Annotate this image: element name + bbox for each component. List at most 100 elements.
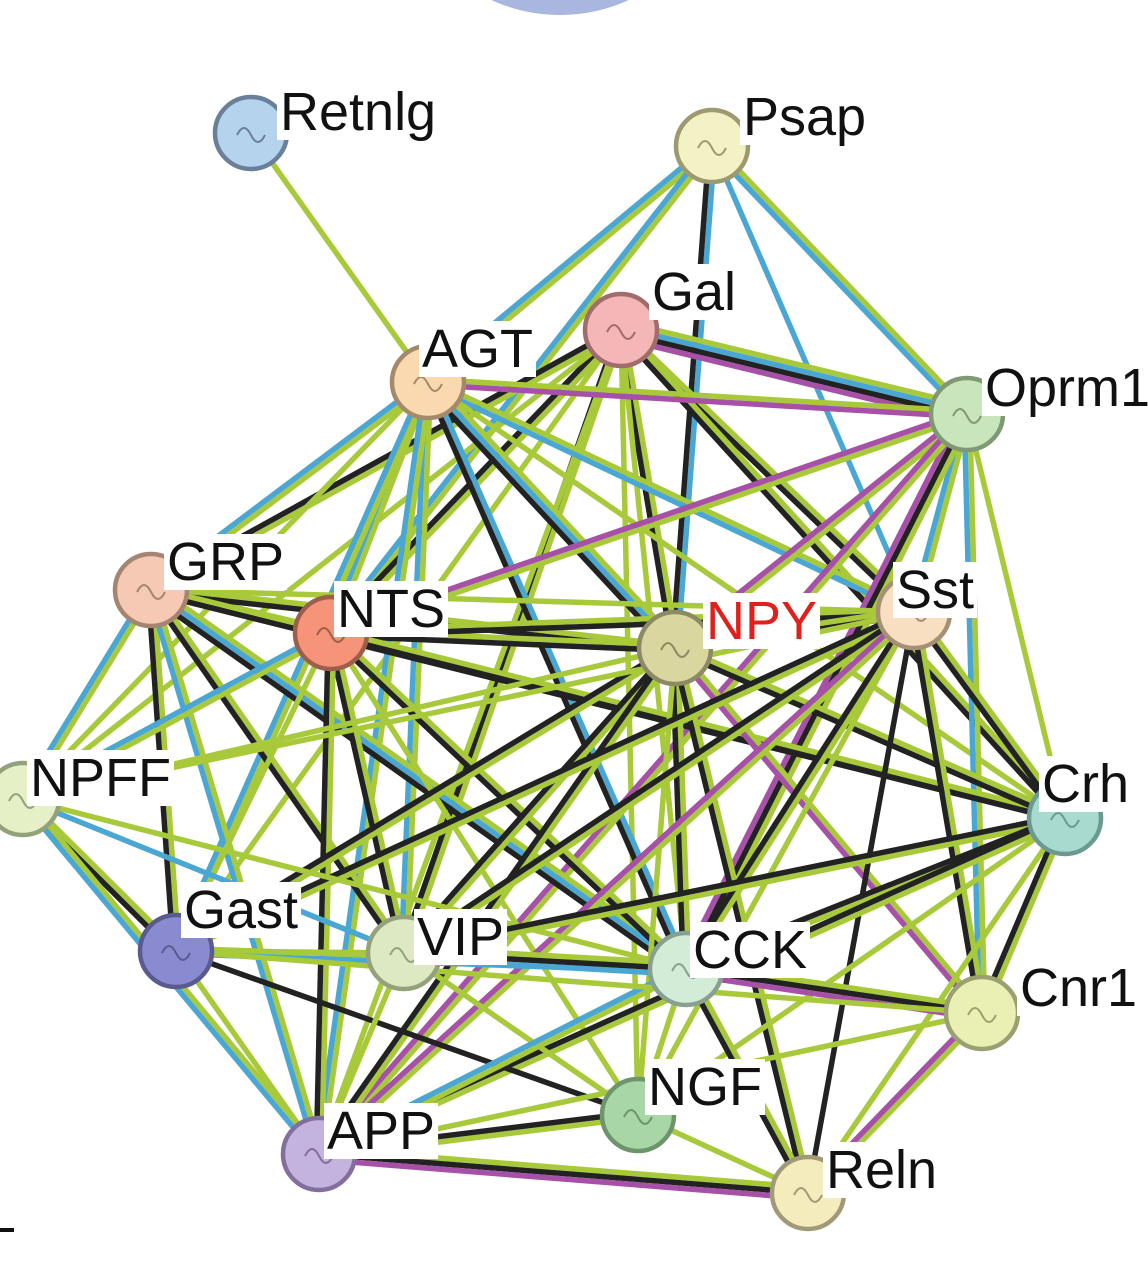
- edge-strand-textmining: [404, 818, 1067, 959]
- node-label-cck: CCK: [693, 920, 807, 980]
- edge-strand-textmining: [404, 381, 434, 954]
- edge-strand-textmining: [430, 376, 682, 647]
- node-label-gal: Gal: [652, 262, 736, 322]
- node-app[interactable]: APP: [280, 1101, 439, 1193]
- edge-strand-database: [398, 381, 428, 954]
- node-gal[interactable]: Gal: [582, 262, 740, 369]
- edge-Gast-APP: [173, 949, 322, 1156]
- node-label-background: [164, 534, 288, 590]
- node-vip[interactable]: VIP: [365, 907, 508, 992]
- structure-glyph-icon: [660, 642, 690, 658]
- node-label-background: [1039, 756, 1133, 812]
- node-label-background: [740, 89, 870, 145]
- structure-glyph-icon: [161, 945, 191, 961]
- edge-strand-textmining: [620, 326, 918, 612]
- node-psap[interactable]: Psap: [673, 87, 870, 185]
- edge-Oprm1-Crh: [964, 413, 1068, 819]
- edge-Psap-Oprm1: [708, 142, 971, 418]
- node-reln[interactable]: Reln: [769, 1140, 941, 1232]
- node-label-cnr1: Cnr1: [1020, 958, 1137, 1018]
- node-label-psap: Psap: [743, 87, 866, 147]
- edge-NTS-APP: [313, 632, 337, 1155]
- node-label-background: [649, 264, 740, 320]
- edge-strand-coexpression: [669, 647, 686, 970]
- structure-glyph-icon: [967, 1007, 997, 1023]
- edge-strand-textmining: [622, 319, 970, 409]
- edge-strand-database: [708, 146, 968, 418]
- edge-Sst-APP: [315, 607, 918, 1159]
- edge-strand-textmining: [316, 329, 624, 1155]
- edge-strand-textmining: [967, 413, 988, 1013]
- node-label-background: [277, 84, 440, 140]
- node-label-background: [982, 360, 1148, 416]
- edge-strand-coexpression: [146, 590, 404, 957]
- edge-strand-textmining: [402, 950, 640, 1118]
- edge-strand-experiment: [314, 410, 967, 1155]
- node-label-reln: Reln: [826, 1140, 937, 1200]
- edge-strand-coexpression: [325, 633, 404, 955]
- edge-strand-textmining: [427, 376, 968, 414]
- node-crh[interactable]: Crh: [1026, 754, 1133, 857]
- edge-Sst-NGF: [635, 610, 917, 1117]
- node-npy[interactable]: NPY: [636, 591, 821, 687]
- node-nts[interactable]: NTS: [292, 579, 448, 672]
- node-label-sst: Sst: [896, 560, 974, 620]
- structure-glyph-icon: [236, 127, 266, 143]
- edge-strand-database: [621, 324, 969, 415]
- structure-glyph-icon: [793, 1187, 823, 1203]
- node-label-background: [414, 909, 508, 965]
- node-label-background: [181, 882, 302, 938]
- node-label-background: [645, 1059, 765, 1115]
- edge-strand-coexpression: [314, 644, 675, 1154]
- edge-Oprm1-Cnr1: [961, 413, 988, 1014]
- edge-strand-textmining: [711, 142, 971, 414]
- structure-glyph-icon: [316, 627, 346, 643]
- node-oprm1[interactable]: Oprm1: [928, 358, 1148, 453]
- edge-strand-textmining: [914, 611, 988, 1013]
- structure-glyph-icon: [389, 947, 419, 963]
- node-agt[interactable]: AGT: [389, 319, 537, 421]
- edge-strand-textmining: [318, 632, 337, 1155]
- edge-strand-coexpression: [421, 383, 673, 654]
- edge-strand-coexpression: [619, 329, 967, 420]
- node-label-gast: Gast: [184, 880, 298, 940]
- node-sst[interactable]: Sst: [875, 560, 978, 651]
- node-label-background: [690, 922, 811, 978]
- edge-strand-textmining: [21, 327, 623, 802]
- node-label-background: [324, 1103, 439, 1159]
- node-retnlg[interactable]: Retnlg: [212, 82, 440, 172]
- node-label-background: [823, 1142, 941, 1198]
- node-label-ngf: NGF: [648, 1057, 762, 1117]
- edge-strand-textmining: [248, 131, 431, 384]
- node-label-background: [419, 321, 537, 377]
- node-label-background: [703, 593, 821, 649]
- node-cck[interactable]: CCK: [647, 920, 811, 1008]
- node-grp[interactable]: GRP: [112, 532, 288, 629]
- partial-top-node: [491, 0, 629, 15]
- edge-Gast-NGF: [175, 948, 639, 1118]
- node-label-npff: NPFF: [30, 748, 171, 808]
- node-label-oprm1: Oprm1: [985, 358, 1148, 418]
- node-label-background: [893, 562, 978, 618]
- edge-strand-coexpression: [669, 648, 809, 1195]
- node-ngf[interactable]: NGF: [599, 1057, 765, 1154]
- edge-strand-textmining: [173, 949, 322, 1156]
- edge-NPY-Cnr1: [670, 644, 987, 1017]
- node-cnr1[interactable]: Cnr1: [943, 958, 1141, 1052]
- structure-glyph-icon: [1050, 812, 1080, 828]
- node-gast[interactable]: Gast: [137, 880, 302, 990]
- node-label-retnlg: Retnlg: [280, 82, 436, 142]
- edge-NPFF-CCK: [22, 796, 687, 972]
- node-label-crh: Crh: [1042, 754, 1129, 814]
- edge-Retnlg-AGT: [248, 131, 431, 384]
- node-label-background: [27, 750, 174, 806]
- edge-strand-experiment: [318, 1156, 808, 1202]
- edge-layer: [18, 131, 1071, 1202]
- edge-strand-textmining: [620, 326, 1070, 818]
- node-npff[interactable]: NPFF: [0, 748, 174, 838]
- structure-glyph-icon: [697, 140, 727, 156]
- edge-strand-textmining: [331, 631, 410, 953]
- edge-strand-textmining: [318, 648, 680, 1158]
